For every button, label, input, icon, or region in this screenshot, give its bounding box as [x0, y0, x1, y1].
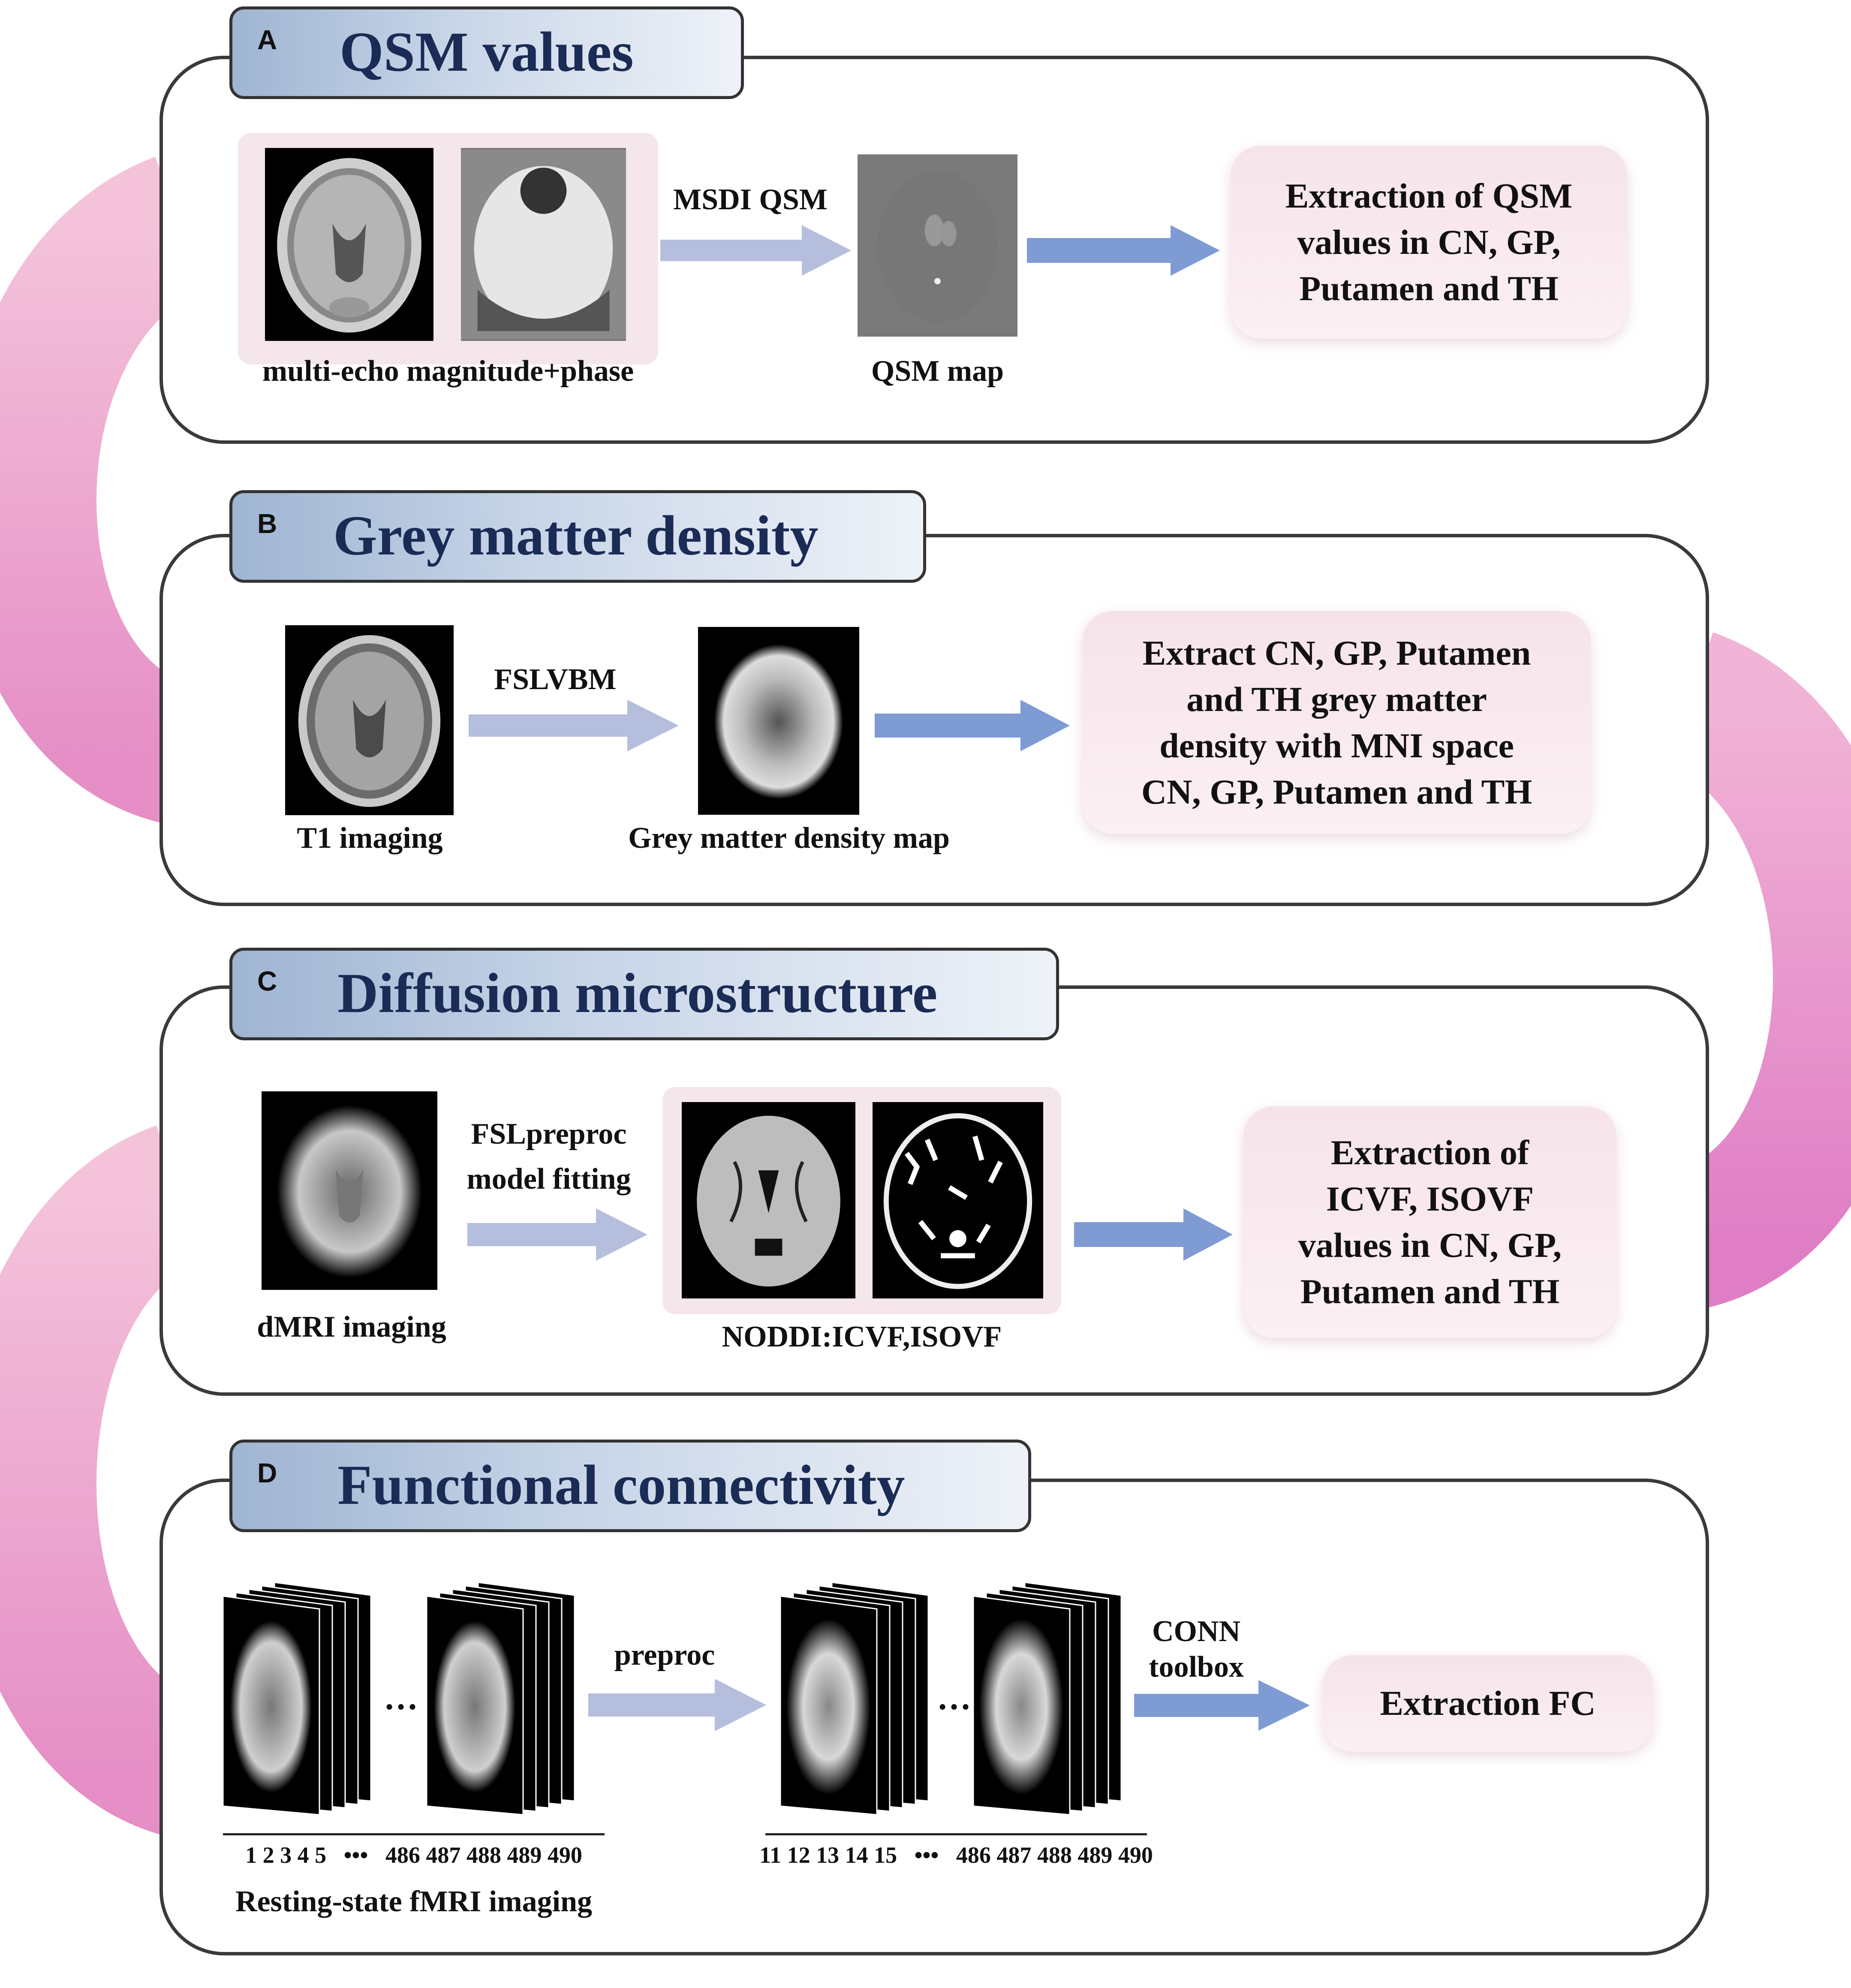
panel-a-arrow-1 [660, 225, 851, 276]
panel-d-tab: D Functional connectivity [229, 1440, 1031, 1532]
grey-matter-density-image [698, 627, 859, 815]
panel-b-arrow-label: FSLVBM [494, 663, 617, 696]
panel-d-letter: D [257, 1458, 277, 1488]
panel-c-result-line-1: Extraction of [1330, 1133, 1529, 1172]
panel-a-result-box: Extraction of QSM values in CN, GP, Puta… [1231, 146, 1627, 339]
raw-fmri-timeline [223, 1833, 605, 1835]
panel-b-result-box: Extract CN, GP, Putamen and TH grey matt… [1083, 611, 1591, 834]
panel-b-result-line-4: CN, GP, Putamen and TH [1141, 772, 1532, 812]
dmri-imaging-label: dMRI imaging [257, 1310, 446, 1343]
raw-fmri-ellipsis: … [384, 1679, 418, 1717]
panel-b-tab: B Grey matter density [229, 490, 926, 583]
raw-fmri-frame-numbers: 1 2 3 4 5 ••• 486 487 488 489 490 [245, 1842, 582, 1868]
panel-a-title: QSM values [340, 20, 634, 83]
raw-fmri-stack-1 [223, 1581, 372, 1816]
panel-c-arrow-2 [1074, 1208, 1233, 1261]
panel-d-result: Extraction FC [1380, 1684, 1596, 1723]
phase-image [461, 148, 626, 341]
preproc-fmri-stack-2 [973, 1581, 1122, 1816]
panel-c-result-line-4: Putamen and TH [1300, 1272, 1560, 1311]
panel-c-tab: C Diffusion microstructure [229, 948, 1059, 1040]
panel-b-result-line-1: Extract CN, GP, Putamen [1142, 633, 1531, 672]
panel-d-result-box: Extraction FC [1323, 1655, 1653, 1752]
panel-a-result-line-1: Extraction of QSM [1285, 176, 1573, 215]
t1-imaging-label: T1 imaging [297, 822, 443, 855]
panel-c-arrow-1 [467, 1208, 647, 1261]
preproc-fmri-timeline [765, 1833, 1147, 1835]
panel-a-images-label: multi-echo magnitude+phase [262, 355, 634, 388]
panel-c-letter: C [257, 966, 277, 997]
dmri-image [262, 1091, 437, 1290]
raw-fmri-stack-2 [427, 1581, 575, 1816]
qsm-map-label: QSM map [871, 355, 1004, 388]
grey-matter-density-map-label: Grey matter density map [628, 822, 950, 855]
panel-c-result-line-2: ICVF, ISOVF [1326, 1179, 1534, 1218]
preproc-fmri-stack-1 [780, 1581, 929, 1816]
noddi-label: NODDI:ICVF,ISOVF [722, 1320, 1002, 1353]
preproc-fmri-frame-numbers: 11 12 13 14 15 ••• 486 487 488 489 490 [759, 1842, 1153, 1868]
icvf-image [682, 1102, 855, 1298]
panel-c-result-box: Extraction of ICVF, ISOVF values in CN, … [1243, 1106, 1616, 1338]
conn-label-line-1: CONN [1152, 1615, 1241, 1648]
panel-b-arrow-1 [469, 700, 679, 751]
panel-c-result-line-3: values in CN, GP, [1298, 1226, 1562, 1265]
panel-b-result-line-3: density with MNI space [1159, 726, 1514, 765]
panel-c-title: Diffusion microstructure [337, 961, 938, 1024]
magnitude-image [265, 148, 433, 341]
panel-c-arrow-label-2: model fitting [467, 1163, 631, 1196]
panel-b-letter: B [257, 508, 277, 539]
panel-b-result-line-2: and TH grey matter [1186, 679, 1487, 719]
panel-a-arrow-2 [1027, 225, 1220, 276]
panel-c-arrow-label-1: FSLpreproc [471, 1117, 627, 1151]
panel-a-result-line-2: values in CN, GP, [1297, 222, 1561, 262]
panel-d-arrow-1 [588, 1679, 766, 1731]
qsm-map-image [858, 154, 1017, 337]
panel-a-arrow-label: MSDI QSM [673, 183, 828, 216]
conn-label-line-2: toolbox [1149, 1651, 1244, 1684]
panel-b-arrow-2 [875, 700, 1070, 751]
resting-state-fmri-label: Resting-state fMRI imaging [235, 1885, 593, 1918]
panel-a-result-line-3: Putamen and TH [1299, 269, 1559, 308]
panel-d-arrow-2 [1134, 1680, 1310, 1731]
t1-image [285, 625, 454, 815]
preproc-fmri-ellipsis: … [937, 1679, 971, 1717]
panel-a-letter: A [257, 24, 277, 55]
panel-b-title: Grey matter density [333, 504, 819, 567]
isovf-image [873, 1102, 1043, 1298]
panel-d-title: Functional connectivity [337, 1453, 905, 1516]
panel-a-tab: A QSM values [229, 6, 744, 99]
panel-d-arrow-label: preproc [614, 1639, 715, 1672]
